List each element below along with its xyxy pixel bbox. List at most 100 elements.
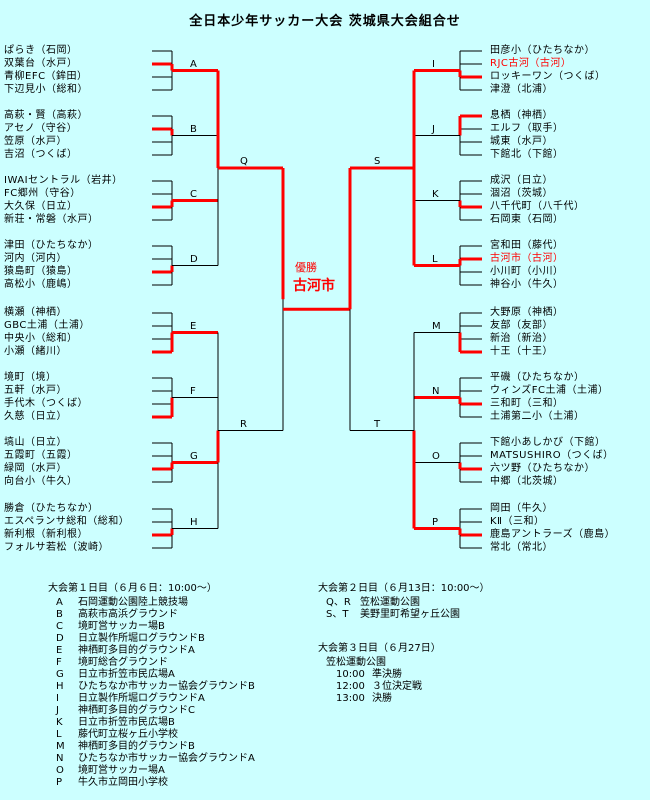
schedule-value: 藤代町立桜ヶ丘小学校 bbox=[78, 729, 178, 740]
group-label: L bbox=[432, 253, 438, 265]
team-name: 古河市（古河） bbox=[490, 253, 564, 264]
team-name: 青柳EFC（鉾田） bbox=[4, 71, 88, 82]
team-name: ぱらき（石岡） bbox=[4, 45, 78, 56]
team-name: 岡田（牛久） bbox=[490, 503, 553, 514]
team-name: 吉沼（つくば） bbox=[4, 149, 78, 160]
schedule-value: 境町営サッカー場A bbox=[78, 765, 165, 776]
team-name: 中央小（総和） bbox=[4, 333, 78, 344]
semi-label: T bbox=[374, 418, 381, 430]
schedule-row: H ひたちなか市サッカー協会グラウンドB bbox=[56, 681, 255, 693]
team-name: 高松小（鹿嶋） bbox=[4, 279, 78, 290]
team-name: 田彦小（ひたちなか） bbox=[490, 45, 595, 56]
schedule-key: O bbox=[56, 765, 64, 776]
schedule-key: I bbox=[56, 693, 59, 704]
schedule-key: C bbox=[56, 621, 63, 632]
team-name: 息栖（神栖） bbox=[490, 110, 553, 121]
schedule-key: H bbox=[56, 681, 64, 692]
team-name: KⅡ（三和） bbox=[490, 516, 545, 527]
schedule-key: F bbox=[56, 657, 62, 668]
team-name: 三和町（三和） bbox=[490, 398, 564, 409]
schedule-value: 日立製作所堀ログラウンドB bbox=[78, 633, 205, 644]
schedule-key: 10:00 bbox=[336, 669, 365, 680]
team-name: 河内（河内） bbox=[4, 253, 67, 264]
team-name: アセノ（守谷） bbox=[4, 123, 78, 134]
team-name: MATSUSHIRO（つくば） bbox=[490, 450, 614, 461]
schedule-key: N bbox=[56, 753, 64, 764]
schedule-key: D bbox=[56, 633, 64, 644]
schedule-value: 準決勝 bbox=[372, 669, 402, 680]
champion-caption: 優勝 bbox=[295, 261, 317, 274]
team-name: 下館北（下館） bbox=[490, 149, 564, 160]
schedule-key: P bbox=[56, 777, 63, 788]
schedule-key: M bbox=[56, 741, 65, 752]
team-name: 新治（新治） bbox=[490, 333, 553, 344]
team-name: 城東（水戸） bbox=[490, 136, 553, 147]
team-name: 笠原（水戸） bbox=[4, 136, 67, 147]
schedule-day2-header: 大会第２日目（６月13日：10:00〜） bbox=[318, 583, 490, 594]
group-label: A bbox=[190, 58, 197, 70]
team-name: 緑岡（水戸） bbox=[4, 463, 67, 474]
schedule-value: 牛久市立岡田小学校 bbox=[78, 777, 168, 788]
team-name: 新利根（新利根） bbox=[4, 529, 88, 540]
group-label: P bbox=[432, 516, 439, 528]
team-name: 小川町（小川） bbox=[490, 266, 564, 277]
group-label: N bbox=[432, 385, 440, 397]
team-name: 十王（十王） bbox=[490, 346, 553, 357]
team-name: ロッキーワン（つくば） bbox=[490, 71, 606, 82]
group-label: F bbox=[190, 385, 196, 397]
team-name: 境町（境） bbox=[4, 372, 57, 383]
team-name: 成沢（日立） bbox=[490, 175, 553, 186]
schedule-row: P 牛久市立岡田小学校 bbox=[56, 777, 255, 789]
team-name: エスペランサ総和（総和） bbox=[4, 516, 130, 527]
group-label: M bbox=[432, 320, 441, 332]
semi-label: R bbox=[240, 418, 247, 430]
team-name: 八千代町（八千代） bbox=[490, 201, 585, 212]
schedule-day1-header: 大会第１日目（６月６日：10:00〜） bbox=[48, 583, 217, 594]
schedule-value: 日立市折笠市民広場B bbox=[78, 717, 175, 728]
team-name: RJC古河（古河） bbox=[490, 58, 572, 69]
team-name: 高萩・賢（高萩） bbox=[4, 110, 88, 121]
team-name: 常北（常北） bbox=[490, 542, 553, 553]
schedule-row: O 境町営サッカー場A bbox=[56, 765, 255, 777]
schedule-value: ひたちなか市サッカー協会グラウンドB bbox=[78, 681, 255, 692]
team-name: 双葉台（水戸） bbox=[4, 58, 78, 69]
schedule-row: D 日立製作所堀ログラウンドB bbox=[56, 633, 255, 645]
group-label: I bbox=[432, 58, 435, 70]
team-name: 下辺見小（総和） bbox=[4, 84, 88, 95]
schedule-value: 神栖町多目的グラウンドA bbox=[78, 645, 195, 656]
schedule-day3-header: 大会第３日目（６月27日） bbox=[318, 643, 441, 654]
team-name: 塙山（日立） bbox=[4, 437, 67, 448]
champion-name: 古河市 bbox=[293, 278, 335, 294]
schedule-value: 決勝 bbox=[372, 693, 392, 704]
schedule-key: E bbox=[56, 645, 63, 656]
schedule-key: 13:00 bbox=[336, 693, 365, 704]
schedule-row: F 境町総合グラウンド bbox=[56, 657, 255, 669]
group-label: B bbox=[190, 123, 197, 135]
team-name: エルフ（取手） bbox=[490, 123, 564, 134]
schedule-row: M 神栖町多目的グラウンドB bbox=[56, 741, 255, 753]
schedule-value: 美野里町希望ヶ丘公園 bbox=[360, 609, 460, 620]
team-name: 土浦第二小（土浦） bbox=[490, 411, 585, 422]
group-label: D bbox=[190, 253, 198, 265]
team-name: 津澄（北浦） bbox=[490, 84, 553, 95]
schedule-value: 石岡運動公園陸上競技場 bbox=[78, 597, 188, 608]
schedule-key: J bbox=[56, 705, 59, 716]
team-name: 猿島町（猿島） bbox=[4, 266, 78, 277]
schedule-key: S、T bbox=[326, 609, 349, 620]
team-name: 下館小あしかび（下館） bbox=[490, 437, 606, 448]
schedule-value: 神栖町多目的グラウンドB bbox=[78, 741, 195, 752]
team-name: 津田（ひたちなか） bbox=[4, 240, 99, 251]
schedule-value: 境町総合グラウンド bbox=[78, 657, 168, 668]
group-label: G bbox=[190, 450, 198, 462]
schedule-day3-venue: 笠松運動公園 bbox=[326, 657, 386, 668]
team-name: 平磯（ひたちなか） bbox=[490, 372, 585, 383]
group-label: H bbox=[190, 516, 198, 528]
